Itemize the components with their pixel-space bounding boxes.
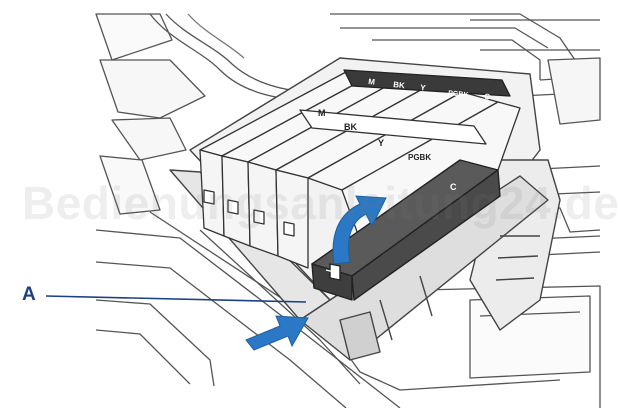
ink-label-front-4: C (450, 182, 457, 192)
ink-label-top-2: Y (420, 83, 427, 93)
callout-label-a: A (22, 284, 36, 305)
ink-labels: M BK Y PGBK C M BK Y PGBK C (318, 77, 491, 192)
push-arrow-icon (245, 315, 309, 351)
curved-arrow-icon (332, 195, 387, 265)
ink-label-top-4: C (484, 92, 491, 102)
printer-cartridge-illustration: M BK Y PGBK C M BK Y PGBK C (45, 13, 601, 408)
ink-label-top-3: PGBK (448, 90, 469, 99)
ink-tank-tops (199, 69, 521, 241)
ink-label-front-0: M (318, 108, 326, 118)
ink-label-front-1: BK (344, 122, 357, 132)
ink-label-top-1: BK (393, 80, 406, 90)
ink-label-top-0: M (368, 77, 376, 87)
lifted-ink-tank (311, 159, 501, 301)
ink-tank-fronts (199, 149, 309, 269)
ink-label-front-2: Y (378, 138, 384, 148)
ink-label-front-3: PGBK (408, 153, 431, 162)
callout-leader-line (45, 295, 307, 303)
